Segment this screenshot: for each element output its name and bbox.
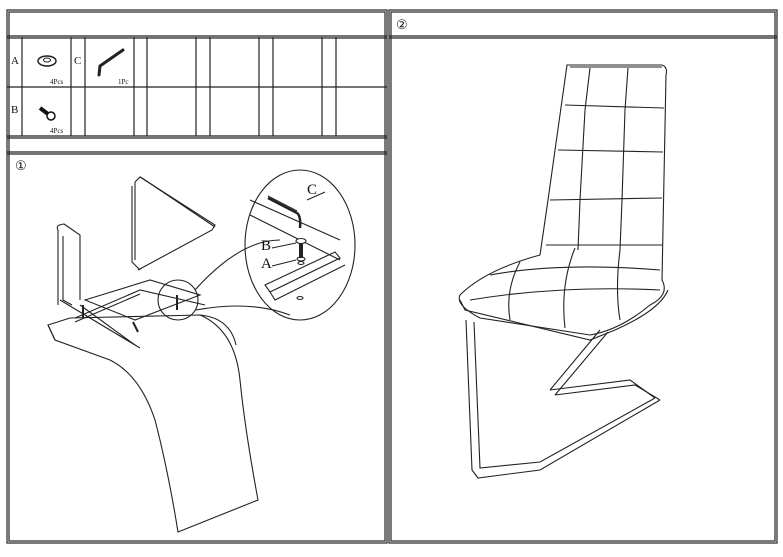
step2-number: ② [396,17,408,32]
callout-c: C [307,182,318,198]
part-letter-c: C [74,55,82,67]
part-quantity-c: 1Pc [118,78,129,86]
washer-icon [37,55,57,67]
part-letter-a: A [11,55,19,67]
part-quantity-a: 4Pcs [50,78,64,86]
right-panel-frame [388,9,778,544]
part-letter-b: B [11,104,19,116]
callout-a: A [261,256,272,272]
callout-b: B [261,238,272,254]
step1-chair-frame-drawing [47,169,356,533]
parts-table-grid [21,37,337,136]
allen-key-icon [97,48,125,77]
part-quantity-b: 4Pcs [50,127,64,135]
step1-number: ① [15,158,27,173]
left-panel-frame [6,9,388,544]
step2-assembled-chair-drawing [458,64,669,479]
bolt-icon [38,106,56,121]
